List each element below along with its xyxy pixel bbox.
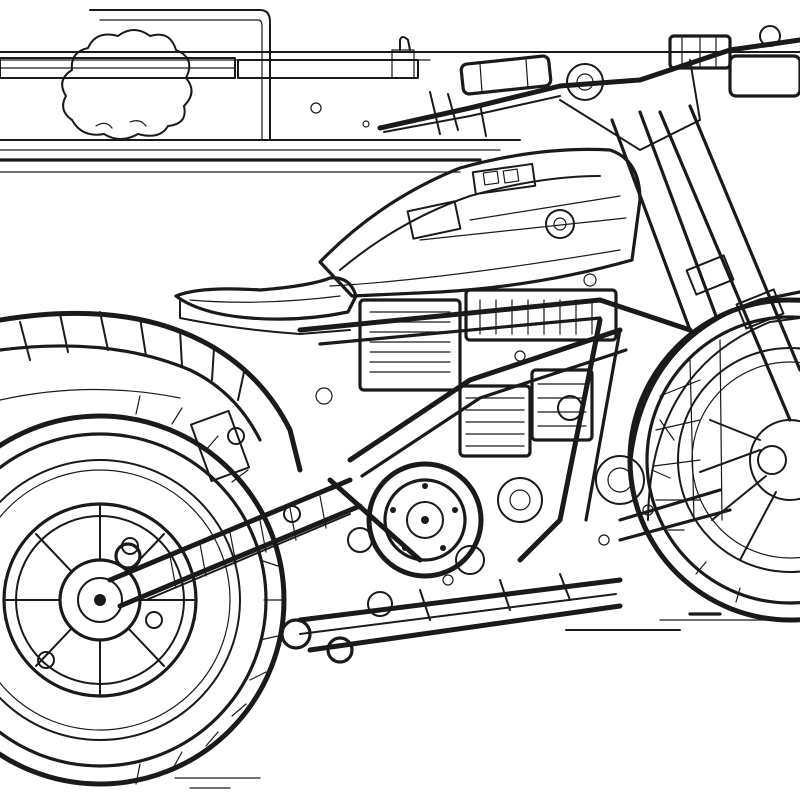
clutch-cover xyxy=(366,461,484,579)
background-bush xyxy=(61,29,193,140)
front-wheel xyxy=(627,297,800,623)
front-fender xyxy=(628,290,800,521)
fuel-tank xyxy=(318,147,642,298)
seat xyxy=(174,276,358,335)
rear-fender xyxy=(0,310,303,483)
bolts xyxy=(315,273,654,586)
front-fork xyxy=(610,104,800,475)
background-structure xyxy=(0,9,800,173)
cooling-fins xyxy=(369,311,451,373)
handlebars xyxy=(377,25,800,151)
exhaust xyxy=(280,573,623,664)
swingarm xyxy=(107,477,363,609)
wheel-spokes xyxy=(5,505,195,695)
ground-lines xyxy=(174,612,800,789)
engine xyxy=(347,288,645,575)
rear-wheel xyxy=(0,395,287,787)
